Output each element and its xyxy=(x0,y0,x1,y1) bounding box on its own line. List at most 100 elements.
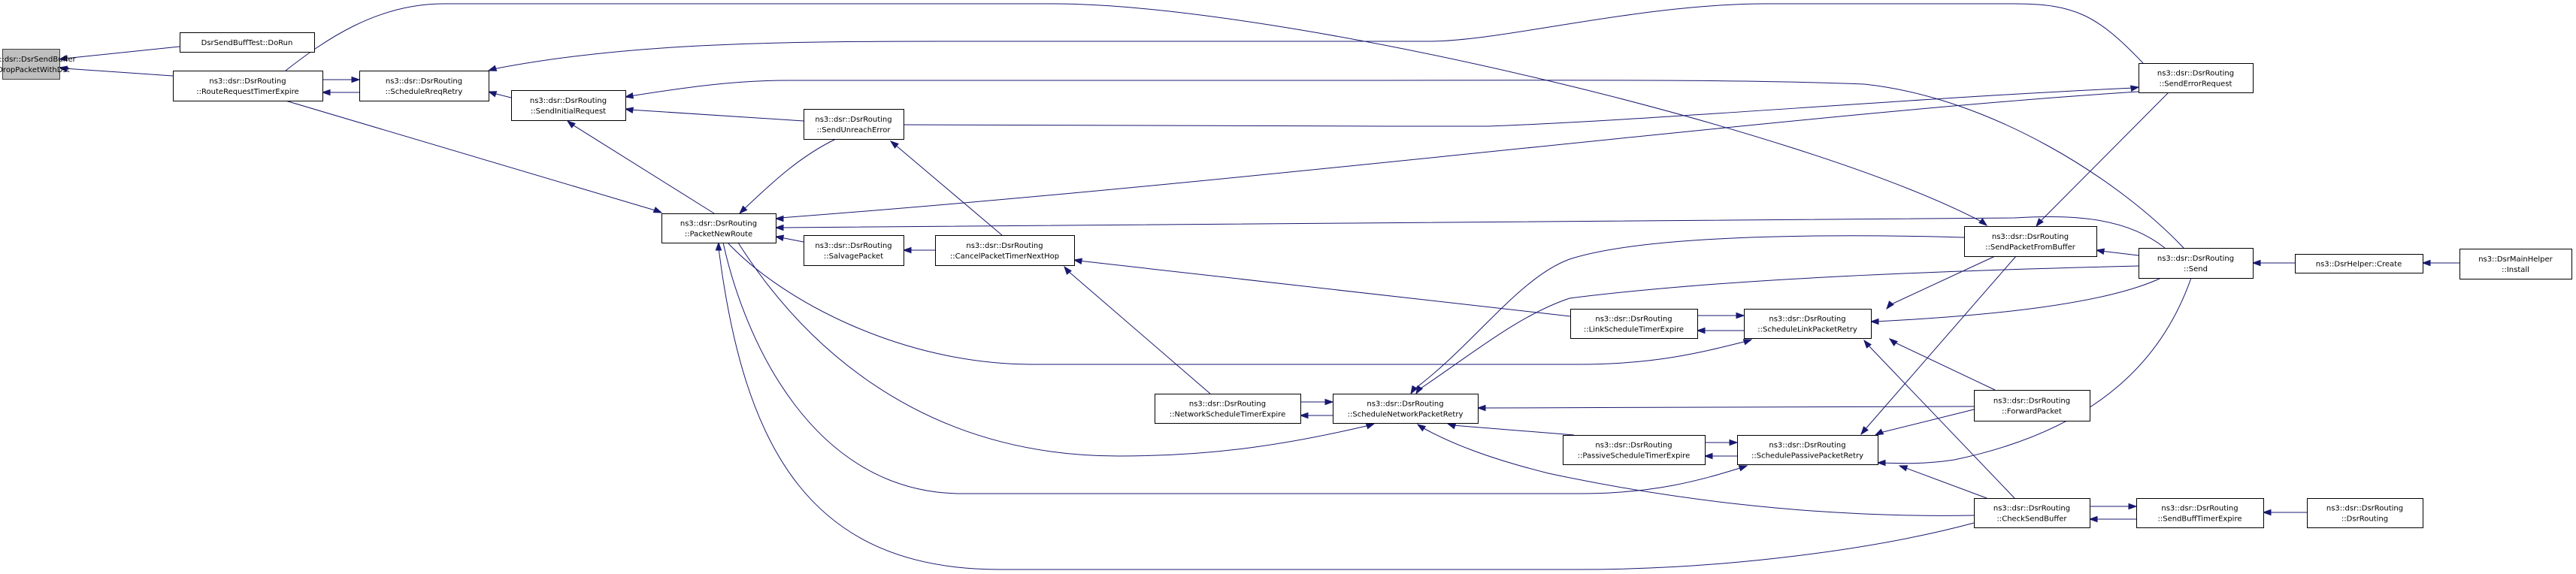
node-label: ::SendBuffTimerExpire xyxy=(2157,515,2242,524)
arrowhead-icon xyxy=(1476,404,1486,412)
graph-node-ctor[interactable]: ns3::dsr::DsrRouting::DsrRouting xyxy=(2307,498,2423,528)
arrowhead-icon xyxy=(1978,218,1988,226)
node-box xyxy=(1155,394,1301,424)
node-label: ::RouteRequestTimerExpire xyxy=(196,88,298,96)
graph-node-lste[interactable]: ns3::dsr::DsrRouting::LinkScheduleTimerE… xyxy=(1570,309,1698,339)
edge-line xyxy=(722,242,1743,494)
node-label: ::ForwardPacket xyxy=(2002,408,2062,416)
arrowhead-icon xyxy=(1064,265,1072,275)
edge-sbte-to-csb xyxy=(2088,515,2136,523)
graph-node-send[interactable]: ns3::dsr::DsrRouting::Send xyxy=(2139,248,2254,279)
node-box xyxy=(2307,498,2423,528)
graph-node-srr[interactable]: ns3::dsr::DsrRouting::ScheduleRreqRetry xyxy=(359,71,489,101)
edge-line xyxy=(727,242,1748,365)
graph-node-ser[interactable]: ns3::dsr::DsrRouting::SendErrorRequest xyxy=(2139,63,2254,93)
edge-slpr-to-lste xyxy=(1696,327,1744,334)
graph-node-csb[interactable]: ns3::dsr::DsrRouting::CheckSendBuffer xyxy=(1974,498,2090,528)
arrowhead-icon xyxy=(2251,259,2261,267)
node-label: ::SalvagePacket xyxy=(824,252,883,261)
node-label: ns3::dsr::DsrRouting xyxy=(966,242,1043,250)
node-label: ns3::dsr::DsrRouting xyxy=(1367,400,1443,409)
node-label: ::PacketNewRoute xyxy=(685,231,752,239)
graph-node-snpr[interactable]: ns3::dsr::DsrRouting::ScheduleNetworkPac… xyxy=(1333,394,1479,424)
graph-node-sue[interactable]: ns3::dsr::DsrRouting::SendUnreachError xyxy=(804,109,904,140)
edge-line xyxy=(779,216,2166,249)
arrowhead-icon xyxy=(1324,398,1334,406)
graph-node-create[interactable]: ns3::DsrHelper::Create xyxy=(2295,254,2423,273)
graph-node-sppr[interactable]: ns3::dsr::DsrRouting::SchedulePassivePac… xyxy=(1737,435,1878,465)
edge-line xyxy=(1875,277,2162,322)
edge-line xyxy=(63,68,174,77)
arrowhead-icon xyxy=(624,107,634,113)
edge-line xyxy=(285,100,658,212)
arrowhead-icon xyxy=(2262,509,2272,516)
edge-pnr-to-sir xyxy=(566,120,715,214)
arrowhead-icon xyxy=(1863,339,1872,349)
node-label: ns3::dsr::DsrSendBuffer xyxy=(0,56,77,64)
graph-node-spfb[interactable]: ns3::dsr::DsrRouting::SendPacketFromBuff… xyxy=(1964,226,2097,257)
edge-sppr-to-pste xyxy=(1703,452,1737,460)
edge-csb-to-snpr xyxy=(1416,424,1975,516)
node-label: ::Send xyxy=(2184,265,2208,273)
node-label: ::SendErrorRequest xyxy=(2160,80,2232,89)
edge-cptnh-to-sue xyxy=(889,140,1003,236)
edge-rrte-to-spfb xyxy=(285,3,1988,226)
edge-line xyxy=(1881,277,2192,464)
edge-line xyxy=(2039,92,2169,223)
arrowhead-icon xyxy=(1410,385,1418,395)
edge-pnr-to-slpr xyxy=(727,242,1753,365)
edge-pnr-to-snpr xyxy=(737,242,1376,457)
graph-node-salv[interactable]: ns3::dsr::DsrRouting::SalvagePacket xyxy=(804,235,904,266)
arrowhead-icon xyxy=(1415,385,1424,395)
graph-node-rrte[interactable]: ns3::dsr::DsrRouting::RouteRequestTimerE… xyxy=(173,71,323,101)
edge-csb-to-slpr xyxy=(1863,339,2015,499)
graph-node-nste[interactable]: ns3::dsr::DsrRouting::NetworkScheduleTim… xyxy=(1155,394,1301,424)
node-label: ::SendUnreachError xyxy=(817,126,891,134)
edge-lste-to-cptnh xyxy=(1073,258,1571,317)
node-label: ns3::dsr::DsrRouting xyxy=(1992,233,2069,241)
node-label: ns3::dsr::DsrRouting xyxy=(386,77,462,86)
edge-line xyxy=(1421,427,1975,516)
node-label: ::SendInitialRequest xyxy=(531,107,606,116)
edge-nste-to-snpr xyxy=(1300,398,1334,406)
graph-node-dorun[interactable]: DsrSendBuffTest::DoRun xyxy=(180,32,315,53)
edge-install-to-create xyxy=(2421,259,2459,267)
arrowhead-icon xyxy=(1729,439,1739,446)
edge-line xyxy=(1412,235,1965,391)
node-box xyxy=(1333,394,1479,424)
edge-line xyxy=(894,144,1003,236)
graph-node-fwd[interactable]: ns3::dsr::DsrRouting::ForwardPacket xyxy=(1974,390,2090,421)
graph-node-install[interactable]: ns3::DsrMainHelper::Install xyxy=(2459,249,2572,279)
edge-ser-to-srr xyxy=(487,3,2144,71)
edge-spfb-to-slpr xyxy=(1886,255,1996,310)
node-label: ns3::dsr::DsrRouting xyxy=(1769,442,1845,450)
graph-node-sir[interactable]: ns3::dsr::DsrRouting::SendInitialRequest xyxy=(511,90,626,121)
graph-node-pnr[interactable]: ns3::dsr::DsrRouting::PacketNewRoute xyxy=(661,213,776,243)
graph-node-sbte[interactable]: ns3::dsr::DsrRouting::SendBuffTimerExpir… xyxy=(2136,498,2264,528)
node-label: ns3::DsrHelper::Create xyxy=(2316,261,2402,269)
edge-cptnh-to-salv xyxy=(902,246,935,254)
edge-line xyxy=(629,80,2184,249)
graph-node-slpr[interactable]: ns3::dsr::DsrRouting::ScheduleLinkPacket… xyxy=(1744,309,1872,339)
arrowhead-icon xyxy=(487,91,498,98)
edge-pste-to-sppr xyxy=(1705,439,1739,446)
edge-create-to-send xyxy=(2251,259,2295,267)
edge-csb-to-sppr xyxy=(1898,465,1987,499)
edge-line xyxy=(737,242,1370,457)
graph-node-cptnh[interactable]: ns3::dsr::DsrRouting::CancelPacketTimerN… xyxy=(935,235,1075,266)
node-label: ns3::dsr::DsrRouting xyxy=(815,116,891,124)
node-box xyxy=(173,71,323,101)
edge-line xyxy=(1418,265,2139,391)
node-box xyxy=(1563,435,1706,465)
graph-node-pste[interactable]: ns3::dsr::DsrRouting::PassiveScheduleTim… xyxy=(1563,435,1706,465)
edge-line xyxy=(285,3,1984,223)
arrowhead-icon xyxy=(58,55,68,62)
node-label: ::Install xyxy=(2502,266,2529,274)
node-box xyxy=(1974,498,2090,528)
edge-line xyxy=(571,123,715,214)
edge-line xyxy=(1879,409,1975,434)
arrowhead-icon xyxy=(2128,503,2138,510)
node-box xyxy=(804,109,904,140)
edge-csb-to-sbte xyxy=(2090,503,2138,510)
edge-ctor-to-sbte xyxy=(2262,509,2307,516)
